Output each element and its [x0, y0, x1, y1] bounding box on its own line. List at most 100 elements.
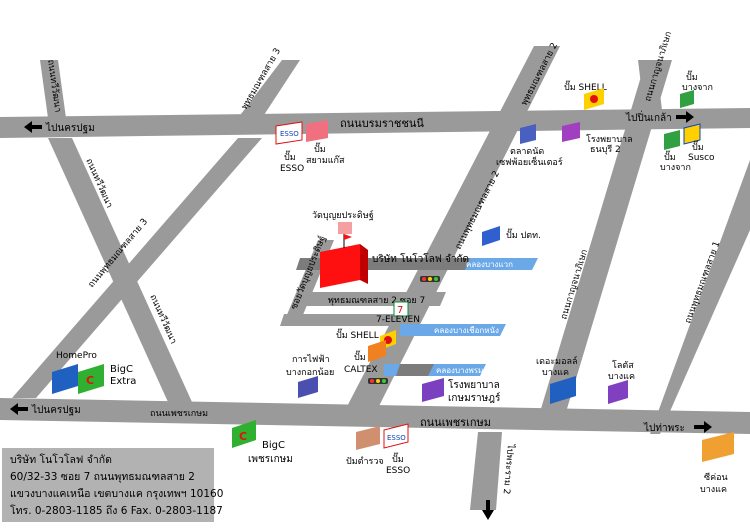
svg-text:ไปนครปฐม: ไปนครปฐม — [31, 404, 81, 416]
info-company-name: บริษัท โนโวโลฟ จำกัด — [10, 454, 112, 466]
building-icon — [422, 378, 444, 402]
svg-text:ปั๊ม SHELL: ปั๊ม SHELL — [564, 80, 607, 93]
road-phetkasem — [0, 398, 750, 434]
company-building: บริษัท โนโวโลฟ จำกัด — [320, 234, 469, 288]
building-icon — [608, 380, 628, 404]
svg-text:BigC: BigC — [262, 440, 285, 451]
svg-text:ไปปิ่นเกล้า: ไปปิ่นเกล้า — [625, 110, 672, 124]
fuel-station-icon — [680, 90, 694, 108]
mea-bangkok-noi: การไฟฟ้า บางกอกน้อย — [286, 354, 334, 398]
esso-station-top: ESSO ปั๊ม ESSO — [275, 121, 304, 174]
seacon-bangkae: ซีค่อน บางแค — [700, 432, 734, 495]
svg-text:CALTEX: CALTEX — [344, 365, 378, 375]
building-icon — [78, 364, 104, 394]
svg-text:เซฟพ้อยเซ็นเตอร์: เซฟพ้อยเซ็นเตอร์ — [496, 155, 563, 168]
siam-gas-station: ปั๊ม สยามแก๊ส — [306, 120, 345, 166]
svg-text:โลตัส: โลตัส — [612, 360, 634, 371]
svg-text:ปั๊ม: ปั๊ม — [284, 150, 296, 163]
bangchak-station-right: ปั๊ม บางจาก — [660, 130, 691, 173]
svg-text:C: C — [86, 374, 94, 387]
svg-text:ปั๊ม: ปั๊ม — [664, 150, 676, 163]
info-address-2: แขวงบางแคเหนือ เขตบางแค กรุงเทพฯ 10160 — [10, 488, 224, 500]
building-icon — [702, 432, 734, 462]
direction-nakhon-pathom-top: ไปนครปฐม — [24, 121, 95, 134]
road-label-soi-7: พุทธมณฑลสาย 2 ซอย 7 — [328, 296, 425, 306]
shell-station-mid: ปั๊ม SHELL — [336, 328, 396, 350]
svg-text:เดอะมอลล์: เดอะมอลล์ — [536, 355, 578, 367]
flag-icon — [344, 234, 352, 240]
svg-text:ปั๊ม ปตท.: ปั๊ม ปตท. — [506, 228, 541, 241]
road-phutthamonthon-1 — [624, 160, 750, 434]
svg-text:ESSO: ESSO — [387, 434, 406, 442]
svg-text:ปั๊ม: ปั๊ม — [354, 350, 366, 363]
bigc-extra: C BigC Extra — [78, 364, 136, 394]
building-icon — [298, 376, 318, 398]
svg-text:7: 7 — [397, 305, 403, 316]
svg-text:ธนบุรี 2: ธนบุรี 2 — [590, 144, 621, 155]
fuel-station-icon — [275, 121, 303, 145]
svg-text:ปั๊ม: ปั๊ม — [314, 142, 326, 155]
company-info-box: บริษัท โนโวโลฟ จำกัด 60/32-33 ซอย 7 ถนนพ… — [2, 448, 224, 522]
hospital-thonburi-2: โรงพยาบาล ธนบุรี 2 — [562, 122, 633, 155]
fuel-station-icon — [356, 426, 380, 450]
svg-text:ESSO: ESSO — [280, 130, 299, 138]
road-rama-2 — [470, 432, 502, 510]
svg-text:บางแค: บางแค — [700, 485, 727, 495]
arrow-icon — [482, 500, 494, 520]
fuel-station-icon — [482, 226, 500, 246]
arrow-icon — [676, 111, 694, 123]
traffic-light-icon — [368, 378, 388, 384]
road-kanchanaphisek — [540, 60, 672, 412]
svg-text:บริษัท โนโวโลฟ จำกัด: บริษัท โนโวโลฟ จำกัด — [372, 252, 469, 265]
the-mall-bangkae: เดอะมอลล์ บางแค — [536, 355, 578, 404]
temple: วัดบุญยประดิษฐ์ — [312, 209, 374, 234]
svg-text:ไปนครปฐม: ไปนครปฐม — [45, 122, 95, 134]
road-thawi-watthana-top — [40, 60, 66, 118]
building-icon — [520, 124, 536, 144]
road-phutthamonthon-2 — [340, 46, 560, 420]
svg-text:ESSO: ESSO — [386, 466, 410, 476]
building-icon — [393, 301, 409, 317]
bigc-phetkasem: C BigC เพชรเกษม — [232, 420, 293, 465]
svg-text:ปั๊ม SHELL: ปั๊ม SHELL — [336, 328, 379, 341]
svg-text:C: C — [239, 430, 247, 443]
svg-text:ปั๊ม: ปั๊ม — [692, 140, 704, 153]
road-phutthamonthon-3-lower — [12, 138, 262, 398]
road-soi-bottom — [280, 314, 420, 326]
esso-station-bottom: ESSO ปั๊ม ESSO — [383, 423, 410, 476]
direction-pinklao: ไปปิ่นเกล้า — [625, 110, 694, 124]
fuel-station-icon — [306, 120, 328, 142]
canal-bang-chueak-nang — [400, 324, 506, 336]
road-label-rama-2: ไปพระราม 2 — [501, 443, 516, 495]
ptt-station: ปั๊ม ปตท. — [482, 226, 541, 246]
svg-text:Extra: Extra — [110, 376, 136, 387]
svg-text:ตลาดนัด: ตลาดนัด — [510, 147, 544, 157]
arrow-icon — [24, 121, 42, 133]
building-icon — [320, 244, 360, 288]
canal-dark-2 — [396, 364, 434, 376]
svg-text:การไฟฟ้า: การไฟฟ้า — [292, 354, 330, 365]
svg-text:BigC: BigC — [110, 364, 133, 375]
shell-station-top: ปั๊ม SHELL — [564, 80, 607, 110]
fuel-station-icon — [683, 123, 701, 145]
svg-text:วัดบุญยประดิษฐ์: วัดบุญยประดิษฐ์ — [312, 209, 374, 221]
road-label-borommaratchachonnani: ถนนบรมราชชนนี — [340, 117, 424, 130]
police-pump: ปัมตำรวจ — [346, 426, 384, 467]
caltex-station: ปั๊ม CALTEX — [344, 340, 386, 375]
svg-text:HomePro: HomePro — [56, 351, 97, 361]
arrow-icon — [10, 403, 28, 415]
building-icon — [232, 420, 256, 448]
fuel-station-icon — [383, 423, 409, 449]
road-right-top — [638, 60, 662, 110]
svg-text:ปั๊ม: ปั๊ม — [686, 70, 698, 83]
svg-text:โรงพยาบาล: โรงพยาบาล — [448, 378, 500, 391]
info-address-1: 60/32-33 ซอย 7 ถนนพุทธมณฑลสาย 2 — [10, 471, 195, 483]
svg-text:ปั๊ม: ปั๊ม — [392, 452, 404, 465]
arrow-icon — [694, 421, 712, 433]
svg-text:ไปท่าพระ: ไปท่าพระ — [643, 422, 685, 434]
svg-text:7-ELEVEN: 7-ELEVEN — [376, 315, 420, 325]
hospital-kasemrad: โรงพยาบาล เกษมราษฎร์ — [422, 378, 501, 404]
susco-station: ปั๊ม Susco — [683, 123, 715, 163]
road-phutthamonthon-3-upper — [238, 60, 300, 118]
